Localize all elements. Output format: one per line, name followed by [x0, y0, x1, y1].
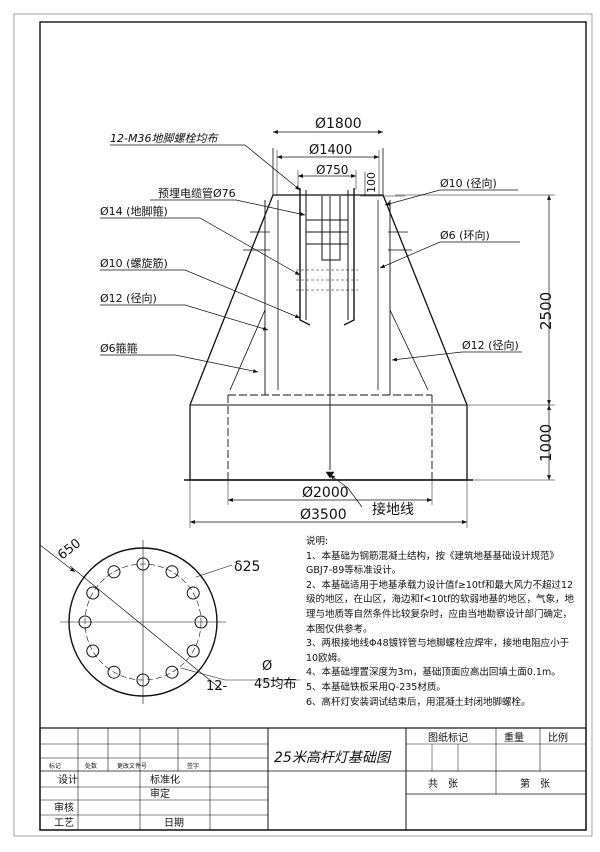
title-block	[39, 727, 587, 831]
tb-review: 审核	[54, 801, 74, 814]
tb-date: 日期	[164, 817, 184, 829]
base-plate-plan	[39, 540, 300, 704]
dim-bottom-2000: Ø2000	[302, 485, 349, 501]
dim-1000: 1000	[537, 424, 555, 462]
note-item: 5、本基础铁板采用Q-235材质。	[306, 681, 446, 693]
cable-pipe-label: 预埋电缆管Ø76	[158, 186, 236, 200]
dim-top-1800: Ø1800	[315, 116, 362, 132]
tb-small-mark: 标记	[49, 762, 61, 770]
spiral-10-label: Ø10 (螺旋筋)	[100, 256, 168, 270]
tb-sheet-no: 第 张	[520, 777, 550, 790]
holes-value: 45均布	[254, 677, 297, 692]
note-item: 6、高杆灯安装调试结束后，用混凝土封闭地脚螺栓。	[306, 696, 531, 708]
radial-12-right-label: Ø12 (径向)	[462, 338, 519, 352]
ring-6-label: Ø6 (环向)	[440, 228, 490, 242]
tb-weight: 重量	[504, 731, 524, 744]
tb-small-change: 更改文件号	[117, 762, 147, 770]
foundation-section	[100, 130, 555, 528]
dim-2500: 2500	[537, 292, 555, 330]
tb-check: 审定	[150, 787, 170, 800]
tb-process: 工艺	[54, 817, 74, 829]
dim-100: 100	[365, 172, 378, 193]
tb-small-sign: 签字	[187, 762, 199, 770]
outer-frame	[13, 13, 593, 837]
bolt-holes	[78, 557, 208, 687]
notes-heading: 说明:	[306, 536, 329, 547]
plate-dim-650: 650	[55, 536, 84, 563]
bolt-label: 12-M36地脚螺栓均布	[110, 132, 219, 145]
stirrup-14-label: Ø14 (地脚箍)	[100, 204, 168, 218]
ground-wire-label: 接地线	[372, 501, 414, 518]
tb-design: 设计	[58, 773, 78, 786]
tb-scale: 比例	[548, 731, 568, 744]
radial-10-label: Ø10 (径向)	[440, 176, 497, 190]
drawing-title: 25米高杆灯基础图	[274, 750, 392, 766]
holes-prefix: 12-	[206, 679, 228, 694]
tb-standardization: 标准化	[150, 773, 180, 786]
holes-dia-symbol: Ø	[262, 659, 272, 674]
tb-small-count: 处数	[85, 762, 97, 770]
stirrup-6-label: Ø6箍箍	[100, 341, 138, 355]
dim-top-750: Ø750	[316, 163, 348, 177]
tb-drawing-mark: 图纸标记	[428, 731, 468, 744]
plate-thickness: δ25	[234, 559, 260, 575]
design-notes: 说明: 1、本基础为钢筋混凝土结构，按《建筑地基基础设计规范》GBJ7-89等标…	[306, 535, 576, 710]
note-item: 4、本基础埋置深度为3m，基础顶面应高出回填土面0.1m。	[306, 667, 561, 679]
note-item: 1、本基础为钢筋混凝土结构，按《建筑地基基础设计规范》GBJ7-89等标准设计。	[306, 550, 560, 577]
note-item: 2、本基础适用于地基承载力设计值f≥10tf和最大风力不超过12级的地区，在山区…	[306, 579, 574, 635]
dim-top-1400: Ø1400	[309, 143, 352, 158]
note-item: 3、两根接地线Φ48镀锌管与地脚螺栓应焊牢，接地电阻应小于10欧姆。	[306, 638, 570, 664]
tb-total-sheets: 共 张	[428, 778, 458, 790]
radial-12-left-label: Ø12 (径向)	[100, 291, 157, 305]
dim-bottom-3500: Ø3500	[300, 507, 347, 523]
